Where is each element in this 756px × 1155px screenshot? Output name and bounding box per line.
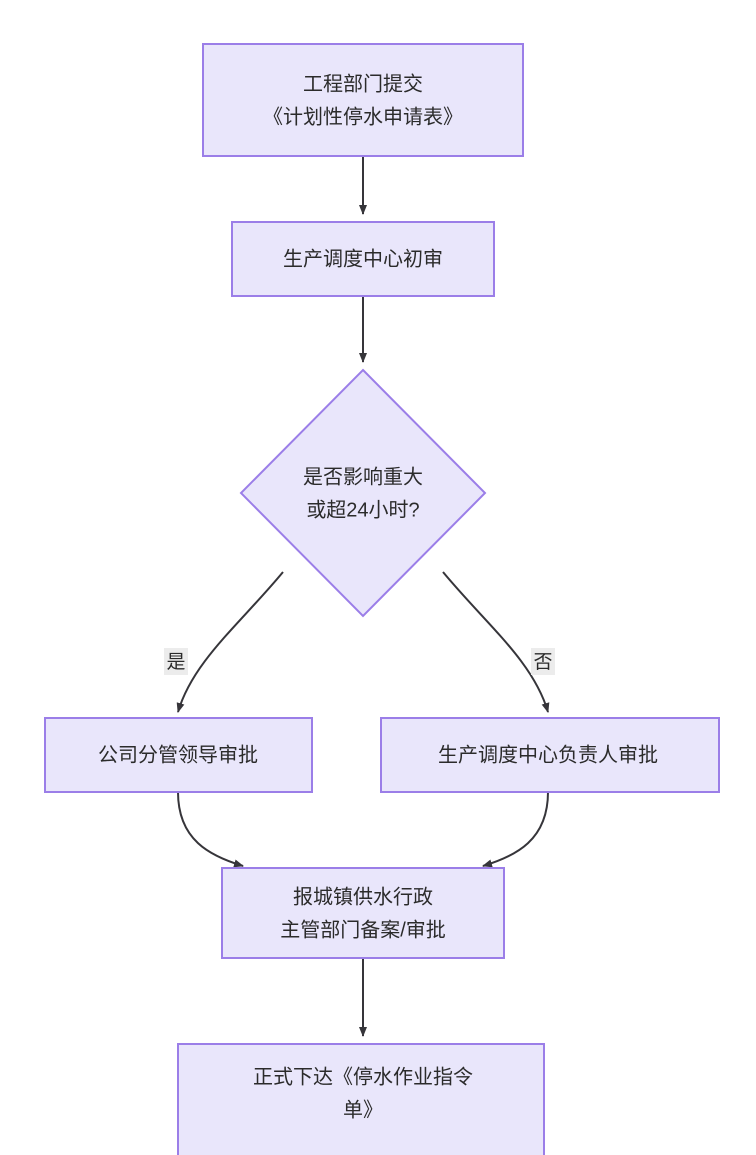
node-company-leader-approval[interactable]: 公司分管领导审批 <box>44 717 313 793</box>
node-decision-major-impact-line1: 是否影响重大 <box>303 465 423 488</box>
nodes-layer: 工程部门提交 《计划性停水申请表》 生产调度中心初审 是否影响重大 或超24小时… <box>44 43 720 1155</box>
edge-label-yes: 是 <box>164 648 188 675</box>
node-issue-shutdown-order-shape[interactable] <box>177 1043 545 1155</box>
edge-label-no-bg <box>531 648 555 675</box>
edge-label-no: 否 <box>531 648 555 675</box>
node-issue-shutdown-order-line2: 单》 <box>343 1098 383 1121</box>
node-municipal-filing-approval-shape[interactable] <box>221 867 505 959</box>
node-dispatch-center-first-review-line1: 生产调度中心初审 <box>283 247 443 270</box>
node-submit-application[interactable]: 工程部门提交 《计划性停水申请表》 <box>202 43 524 157</box>
edge-n4-n6 <box>177 791 244 868</box>
edge-n3-n4-yes <box>176 571 284 713</box>
edge-label-yes-bg <box>164 648 188 675</box>
node-issue-shutdown-order[interactable]: 正式下达《停水作业指令 单》 <box>177 1043 545 1155</box>
node-dispatch-center-first-review-shape[interactable] <box>231 221 495 297</box>
edge-label-no-text: 否 <box>533 652 552 673</box>
node-dispatch-head-approval-line1: 生产调度中心负责人审批 <box>438 743 658 766</box>
node-submit-application-line2: 《计划性停水申请表》 <box>263 105 463 128</box>
node-dispatch-head-approval-shape[interactable] <box>380 717 720 793</box>
node-company-leader-approval-shape[interactable] <box>44 717 313 793</box>
node-submit-application-shape[interactable] <box>202 43 524 157</box>
node-decision-major-impact-line2: 或超24小时? <box>306 498 419 521</box>
node-municipal-filing-approval-line2: 主管部门备案/审批 <box>280 918 446 941</box>
node-submit-application-line1: 工程部门提交 <box>303 72 423 95</box>
node-dispatch-head-approval[interactable]: 生产调度中心负责人审批 <box>380 717 720 793</box>
node-municipal-filing-approval[interactable]: 报城镇供水行政 主管部门备案/审批 <box>221 867 505 959</box>
node-municipal-filing-approval-line1: 报城镇供水行政 <box>293 885 433 908</box>
edge-label-yes-text: 是 <box>166 652 185 673</box>
node-decision-major-impact[interactable]: 是否影响重大 或超24小时? <box>239 368 487 618</box>
edge-n3-n5-no <box>442 571 550 713</box>
node-dispatch-center-first-review[interactable]: 生产调度中心初审 <box>231 221 495 297</box>
node-company-leader-approval-line1: 公司分管领导审批 <box>98 743 258 766</box>
node-issue-shutdown-order-line1: 正式下达《停水作业指令 <box>253 1065 473 1088</box>
edge-n5-n6 <box>482 791 549 868</box>
node-decision-major-impact-shape[interactable] <box>239 368 487 618</box>
edges-layer <box>176 156 550 1037</box>
edge-labels-layer: 是 否 <box>164 648 555 675</box>
